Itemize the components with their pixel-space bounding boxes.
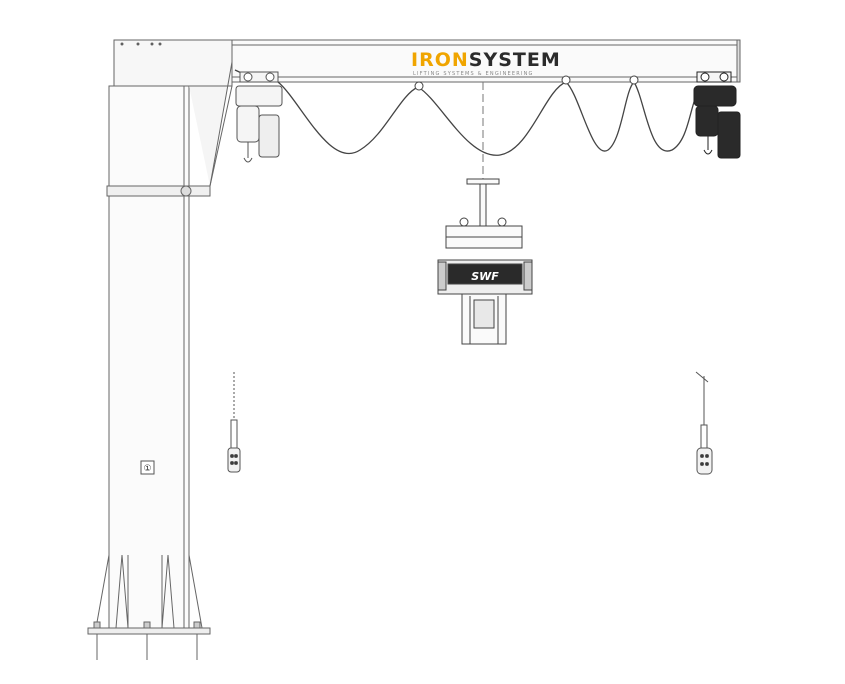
anchor-bolts [93,621,201,660]
column-head [113,39,233,87]
logo-brand-gear: O [435,49,452,71]
column-plate-symbol: ① [143,464,151,474]
column-shaft [108,85,190,632]
crane-column [87,39,233,660]
svg-text:IRONSYSTEM: IRONSYSTEM [411,49,561,71]
column-collar [106,185,211,197]
logo-brand-first: IR [411,49,435,71]
left-pendant-control [227,372,241,473]
logo-brand-last: SYSTEM [469,49,561,71]
logo-brand-middle: N [452,49,469,71]
column-base-plate [87,627,211,635]
right-pendant-control [695,371,713,475]
left-chain-hoist [235,71,283,163]
boom-arm [231,39,741,83]
column-plate: ① [140,460,155,475]
logo-tagline: LIFTING SYSTEMS & ENGINEERING [413,71,534,77]
festoon-cable [234,69,701,156]
center-wire-rope-hoist [437,178,533,345]
hoist-badge: SWF [471,270,499,283]
right-chain-hoist [693,71,741,159]
ironsystem-logo: IRONSYSTEM LIFTING SYSTEMS & ENGINEERING [411,49,561,77]
